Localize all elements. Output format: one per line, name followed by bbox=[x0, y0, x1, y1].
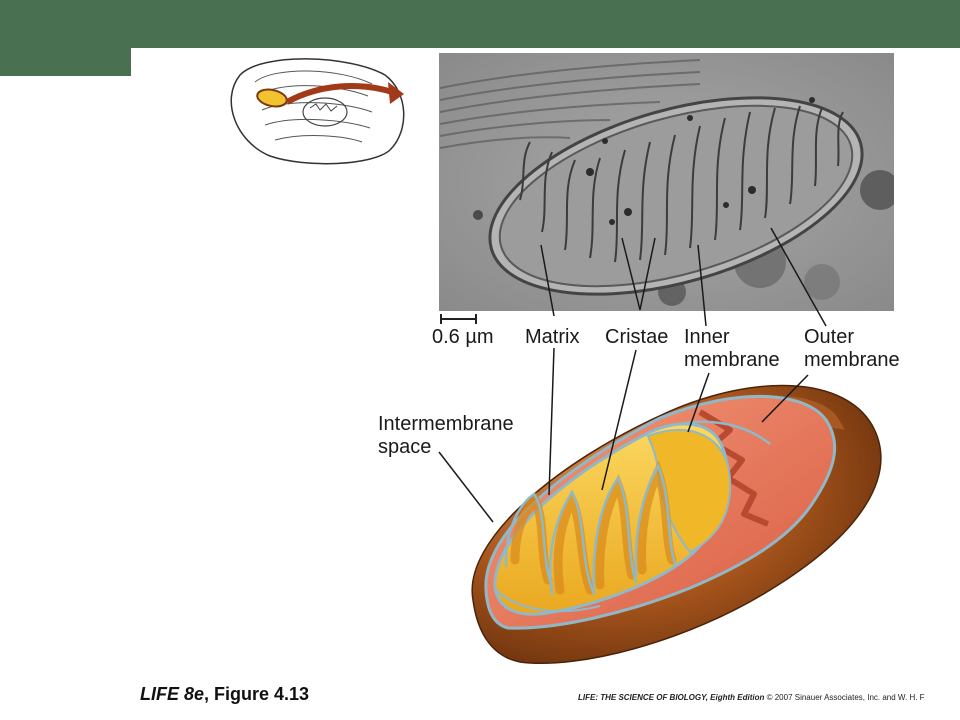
electron-micrograph bbox=[439, 53, 894, 311]
credit-book-title: LIFE: THE SCIENCE OF BIOLOGY, Eighth Edi… bbox=[578, 693, 765, 702]
cristae-label: Cristae bbox=[605, 326, 669, 348]
outer-membrane-label-line1: Outer bbox=[804, 326, 855, 348]
credit-publisher: © 2007 Sinauer Associates, Inc. and W. H… bbox=[764, 693, 925, 702]
intermembrane-space-label-line2: space bbox=[378, 436, 432, 458]
label-leader-lines bbox=[438, 227, 827, 523]
slide-header-tab bbox=[0, 48, 131, 76]
copyright-credit: LIFE: THE SCIENCE OF BIOLOGY, Eighth Edi… bbox=[578, 693, 925, 702]
outer-membrane-label-line2: membrane bbox=[804, 349, 900, 371]
scale-label: 0.6 µm bbox=[432, 326, 494, 348]
matrix-label: Matrix bbox=[525, 326, 580, 348]
scale-bar bbox=[440, 314, 477, 324]
figure-caption: LIFE 8e, Figure 4.13 bbox=[140, 684, 309, 705]
inner-membrane-label-line1: Inner bbox=[684, 326, 730, 348]
intermembrane-space-label-line1: Intermembrane bbox=[378, 413, 514, 435]
inner-membrane-label-line2: membrane bbox=[684, 349, 780, 371]
cell-inset-icon bbox=[230, 58, 405, 165]
figure-book-title: LIFE 8e bbox=[140, 684, 205, 704]
mitochondrion-3d-model bbox=[471, 384, 882, 665]
slide-header-bar bbox=[0, 0, 960, 48]
figure-number: , Figure 4.13 bbox=[204, 684, 310, 704]
